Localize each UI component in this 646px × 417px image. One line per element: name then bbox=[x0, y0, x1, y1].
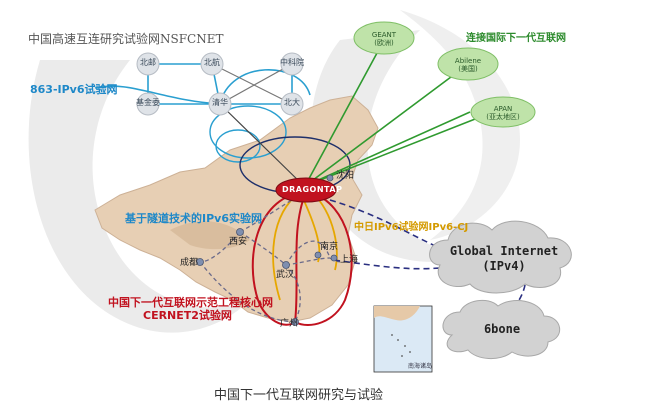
city-label-nanjing: 南京 bbox=[320, 242, 339, 252]
dragontap-label: DRAGONTAP bbox=[282, 185, 343, 194]
city-label-chengdu: 成都 bbox=[180, 258, 199, 268]
nsfc-node-label: 北邮 bbox=[140, 58, 156, 67]
cernet2-label-line1: 中国下一代互联网示范工程核心网 bbox=[108, 296, 273, 309]
global-internet-sub: (IPv4) bbox=[482, 259, 526, 273]
nsfc-node-label: 基金委 bbox=[136, 98, 160, 107]
nsfc-loop-2 bbox=[215, 129, 261, 163]
city-label-guangzhou: 广州 bbox=[280, 319, 299, 329]
nsfc-node-circles bbox=[136, 52, 304, 116]
inset-coast bbox=[374, 306, 420, 321]
nsfc-node-label: 北航 bbox=[204, 58, 220, 67]
global-internet-cloud bbox=[429, 220, 572, 294]
abilene-name: Abilene bbox=[454, 57, 482, 65]
global-internet-label: Global Internet (IPv4) bbox=[448, 244, 560, 274]
inset-islands bbox=[391, 334, 411, 357]
geant-region: (欧洲) bbox=[374, 39, 394, 48]
city-label-shanghai: 上海 bbox=[340, 255, 359, 265]
6bone-name: 6bone bbox=[483, 322, 521, 336]
ipv6-cj-label: 中日IPv6试验网IPv6-CJ bbox=[354, 222, 469, 233]
nsfc-to-hub-link bbox=[219, 103, 306, 188]
apan-name: APAN bbox=[493, 105, 513, 113]
nsfc-node-label: 中科院 bbox=[280, 58, 304, 67]
nsfc-loop-1 bbox=[209, 105, 287, 159]
figure-caption: 中国下一代互联网研究与试验 bbox=[214, 388, 384, 403]
tunnel-ipv6-label: 基于隧道技术的IPv6实验网 bbox=[125, 212, 262, 225]
nsfc-node-label: 清华 bbox=[212, 98, 228, 107]
international-label: 连接国际下一代互联网 bbox=[466, 33, 566, 44]
city-label-wuhan: 武汉 bbox=[276, 270, 295, 280]
nsfcnet-gray-links bbox=[211, 63, 293, 105]
geant-node: GEANT (欧洲) bbox=[362, 31, 406, 47]
geant-name: GEANT bbox=[371, 31, 397, 39]
abilene-node: Abilene (美国) bbox=[446, 57, 490, 73]
cernet2-label-line2: CERNET2试验网 bbox=[143, 309, 232, 322]
cernet2-links bbox=[251, 191, 353, 326]
china-map bbox=[94, 95, 379, 323]
city-label-shenyang: 沈阳 bbox=[336, 171, 355, 181]
city-dots bbox=[196, 174, 338, 326]
nsfcnet-title: 中国高速互连研究试验网NSFCNET bbox=[28, 32, 224, 46]
abilene-region: (美国) bbox=[458, 65, 478, 74]
nsfcnet-links bbox=[94, 63, 311, 105]
apan-node: APAN (亚太地区) bbox=[479, 105, 527, 121]
6bone-label: 6bone bbox=[462, 322, 542, 337]
green-node-circles bbox=[353, 21, 536, 128]
6bone-cloud bbox=[442, 299, 560, 359]
nsfc-node-label: 北大 bbox=[284, 98, 300, 107]
ipv6-863-label: 863-IPv6试验网 bbox=[30, 83, 118, 96]
global-internet-name: Global Internet bbox=[449, 244, 559, 258]
inset-label: 南海诸岛 bbox=[408, 363, 433, 370]
apan-region: (亚太地区) bbox=[486, 113, 520, 122]
dragontap-hub bbox=[275, 177, 337, 203]
international-links bbox=[304, 41, 499, 187]
city-label-xian: 西安 bbox=[229, 237, 248, 247]
watermark-swoosh-left bbox=[28, 60, 250, 333]
